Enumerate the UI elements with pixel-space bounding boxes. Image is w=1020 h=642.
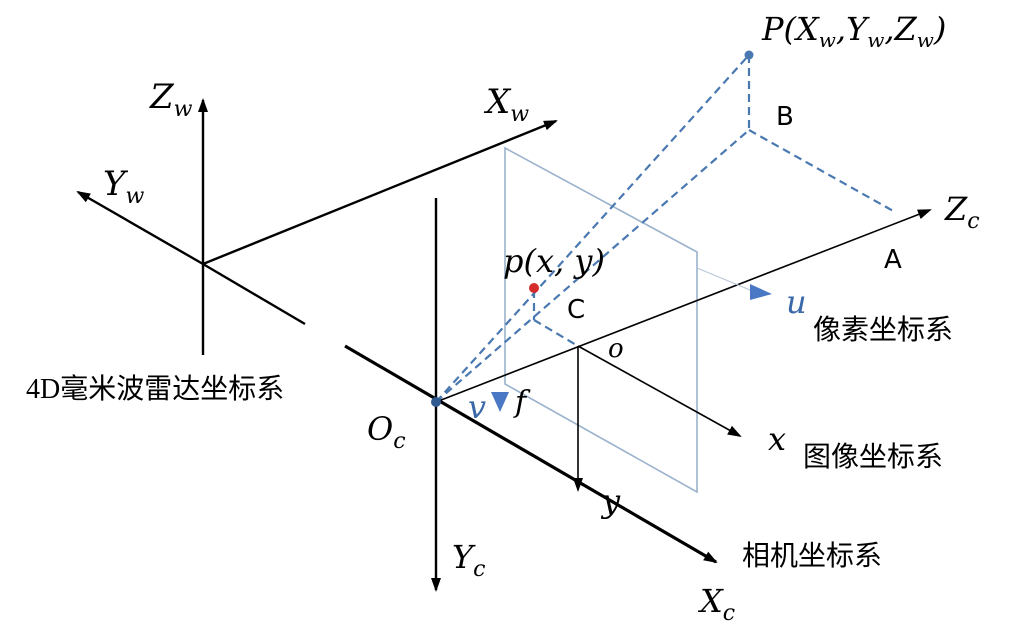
label-C: C: [567, 295, 585, 325]
world-y-axis-tail: [202, 262, 306, 326]
projection-lines: [435, 54, 896, 403]
camera-x-axis: [344, 344, 718, 564]
camera-z-axis: [435, 209, 932, 403]
world-point-P: [744, 50, 754, 60]
pixel-u-axis: [696, 267, 751, 291]
label-y: y: [600, 482, 621, 520]
label-pixel-system: 像素坐标系: [813, 313, 953, 346]
label-x: x: [768, 420, 786, 458]
image-point-p: [529, 283, 539, 293]
label-Zc: Zc: [944, 190, 980, 234]
label-Yw: Yw: [103, 164, 144, 209]
label-Oc: Oc: [367, 410, 406, 454]
label-f: f: [513, 385, 531, 420]
label-B: B: [776, 102, 794, 132]
label-Yc: Yc: [452, 538, 485, 582]
pixel-v-marker: [491, 392, 509, 412]
label-Zw: Zw: [149, 77, 193, 122]
label-A: A: [884, 245, 902, 275]
label-radar-system: 4D毫米波雷达坐标系: [26, 373, 284, 405]
label-o: o: [608, 334, 624, 364]
camera-origin: [431, 397, 441, 407]
pixel-u-marker: [750, 284, 772, 300]
world-y-axis: [76, 190, 204, 266]
image-plane: [504, 146, 698, 494]
image-x-axis: [577, 345, 742, 437]
world-x-axis: [202, 119, 558, 266]
label-camera-system: 相机坐标系: [742, 539, 882, 572]
label-p-xy: p(x, y): [503, 242, 605, 280]
label-P: P(Xw,Yw,Zw): [761, 10, 946, 52]
label-Xw: Xw: [483, 82, 529, 127]
label-u: u: [786, 283, 807, 321]
label-v: v: [468, 388, 486, 426]
label-Xc: Xc: [697, 582, 735, 626]
label-image-system: 图像坐标系: [803, 440, 943, 473]
